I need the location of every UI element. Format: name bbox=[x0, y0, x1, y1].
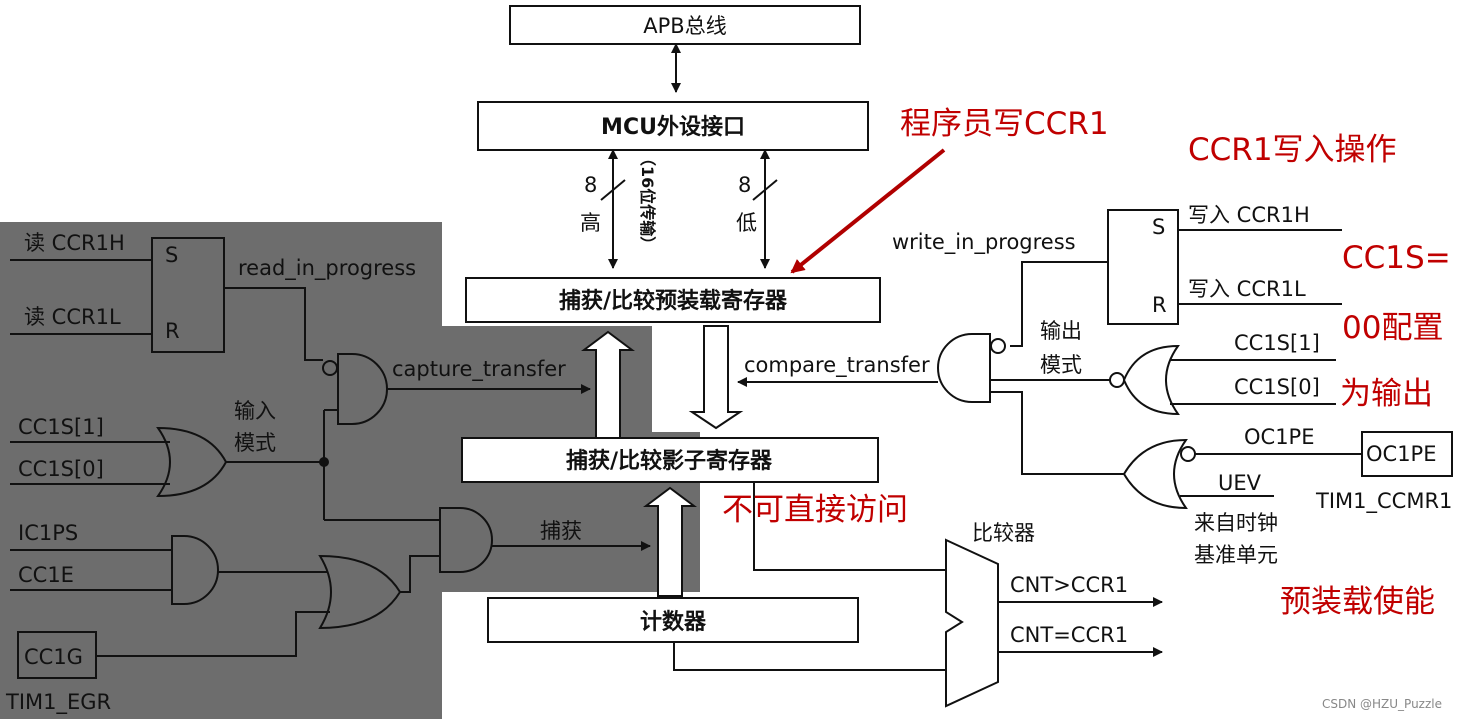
transfer-width-note: （16位传输） bbox=[638, 150, 657, 252]
oc1pe-box-label: OC1PE bbox=[1366, 442, 1437, 466]
cc1s1-in-label: CC1S[1] bbox=[18, 415, 104, 439]
low-bus-slash bbox=[752, 179, 778, 201]
read-latch-s: S bbox=[165, 243, 178, 267]
read-latch-r: R bbox=[165, 319, 180, 343]
high-bus-slash bbox=[600, 179, 626, 201]
write-latch-s: S bbox=[1152, 215, 1165, 239]
ic1ps-label: IC1PS bbox=[18, 521, 78, 545]
preload-to-shadow-arrow bbox=[688, 325, 744, 430]
capture-transfer-gate bbox=[337, 353, 388, 425]
preload-register-block bbox=[465, 277, 881, 323]
output-mode-label-1: 输出 bbox=[1040, 319, 1082, 343]
preload-enable-wire bbox=[990, 391, 1124, 475]
annotation-cc1s-3: 为输出 bbox=[1340, 376, 1433, 412]
annotation-cc1s-2: 00配置 bbox=[1342, 310, 1443, 346]
compare-transfer-label: compare_transfer bbox=[744, 353, 930, 378]
capture-or-gate bbox=[318, 554, 402, 630]
low-bits-count: 8 bbox=[738, 173, 751, 197]
capture-transfer-label: capture_transfer bbox=[392, 357, 566, 382]
oc1pe-inverter bbox=[1180, 446, 1196, 462]
compare-transfer-gate bbox=[937, 333, 991, 403]
apb-bus-block bbox=[509, 5, 861, 45]
shadow-register-label: 捕获/比较影子寄存器 bbox=[566, 448, 773, 474]
write-ccr1h-label: 写入 CCR1H bbox=[1188, 203, 1310, 227]
output-mode-nor-gate bbox=[1122, 344, 1180, 416]
annotation-ccr1-op: CCR1写入操作 bbox=[1188, 132, 1397, 168]
comparator-block bbox=[945, 538, 999, 708]
cc1g-box bbox=[17, 631, 97, 679]
uev-label: UEV bbox=[1218, 471, 1262, 495]
write-in-progress-wire bbox=[1010, 261, 1108, 347]
low-byte-label: 低 bbox=[736, 211, 757, 235]
from-clock-label-1: 来自时钟 bbox=[1194, 511, 1278, 535]
oc1pe-label: OC1PE bbox=[1244, 425, 1315, 449]
write-latch-r: R bbox=[1152, 293, 1167, 317]
counter-block bbox=[487, 597, 859, 643]
cc1e-label: CC1E bbox=[18, 563, 74, 587]
read-ccr1h-label: 读 CCR1H bbox=[24, 231, 125, 255]
mcu-interface-label: MCU外设接口 bbox=[601, 114, 745, 140]
counter-label: 计数器 bbox=[640, 609, 707, 635]
input-mode-label-1: 输入 bbox=[234, 399, 276, 423]
junction-dot bbox=[319, 457, 329, 467]
annotation-no-direct-access: 不可直接访问 bbox=[722, 492, 908, 528]
annotation-preload-enable: 预装载使能 bbox=[1280, 584, 1435, 620]
or-to-capture-wire bbox=[400, 555, 440, 593]
annotation-cc1s-1: CC1S= bbox=[1342, 240, 1451, 276]
shadow-to-comparator-wire bbox=[753, 482, 946, 571]
cc1s0-in-label: CC1S[0] bbox=[18, 457, 104, 481]
preload-enable-gate bbox=[1122, 438, 1188, 510]
write-ccr1-arrow bbox=[790, 148, 946, 274]
high-byte-label: 高 bbox=[580, 211, 601, 235]
cc1s1-out-label: CC1S[1] bbox=[1234, 331, 1320, 355]
annotation-write-ccr1: 程序员写CCR1 bbox=[900, 106, 1109, 142]
high-bits-count: 8 bbox=[584, 173, 597, 197]
comparator-label: 比较器 bbox=[972, 521, 1035, 545]
tim1-egr-label: TIM1_EGR bbox=[5, 690, 111, 715]
write-ccr1l-label: 写入 CCR1L bbox=[1188, 277, 1306, 301]
apb-bus-label: APB总线 bbox=[643, 14, 726, 38]
write-sr-latch bbox=[1107, 209, 1179, 325]
capture-gate-inverter bbox=[322, 360, 338, 376]
read-sr-latch bbox=[151, 237, 225, 353]
read-in-progress-label: read_in_progress bbox=[238, 256, 416, 281]
tim1-ccmr1-label: TIM1_CCMR1 bbox=[1315, 489, 1452, 514]
capture-label: 捕获 bbox=[540, 519, 582, 543]
mcu-interface-block bbox=[477, 101, 869, 151]
cc1g-label: CC1G bbox=[24, 645, 83, 669]
oc1pe-register-box bbox=[1361, 431, 1453, 477]
preload-register-label: 捕获/比较预装载寄存器 bbox=[559, 288, 788, 314]
shadow-register-block bbox=[461, 437, 879, 483]
output-mode-label-2: 模式 bbox=[1040, 353, 1082, 377]
csdn-watermark: CSDN @HZU_Puzzle bbox=[1322, 697, 1442, 711]
shadow-to-preload-arrow bbox=[581, 330, 635, 439]
ic1ps-and-gate bbox=[171, 535, 219, 605]
read-ccr1l-label: 读 CCR1L bbox=[24, 305, 121, 329]
write-in-progress-label: write_in_progress bbox=[892, 230, 1076, 255]
counter-to-shadow-arrow bbox=[643, 486, 697, 597]
cnt-eq-label: CNT=CCR1 bbox=[1010, 623, 1128, 647]
cnt-gt-label: CNT>CCR1 bbox=[1010, 573, 1128, 597]
output-nor-inverter bbox=[1109, 372, 1125, 388]
cc1s0-out-label: CC1S[0] bbox=[1234, 375, 1320, 399]
from-clock-label-2: 基准单元 bbox=[1194, 543, 1278, 567]
cc1g-wire bbox=[96, 611, 330, 657]
input-mode-label-2: 模式 bbox=[234, 431, 276, 455]
capture-gate bbox=[439, 507, 493, 573]
read-in-progress-wire bbox=[224, 287, 323, 361]
counter-to-comparator-wire bbox=[673, 642, 946, 671]
input-mode-gate bbox=[156, 426, 228, 498]
compare-gate-inverter bbox=[990, 338, 1006, 354]
